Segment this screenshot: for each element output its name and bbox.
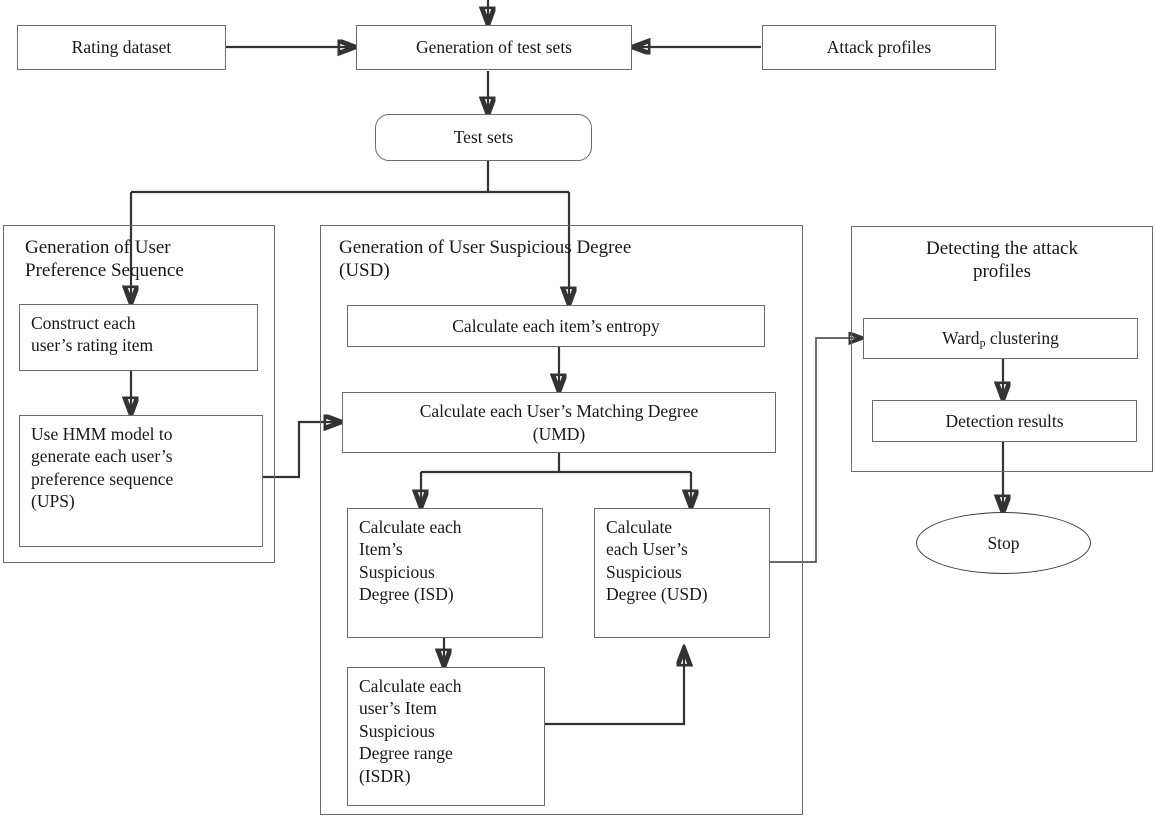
node-hmm-line1: Use HMM model to <box>31 424 173 444</box>
node-construct-line2: user’s rating item <box>31 335 154 356</box>
node-test-sets-label: Test sets <box>453 127 514 148</box>
node-ward-clustering-pre: Ward <box>942 327 980 348</box>
node-isdr[interactable]: Calculate each user’s Item Suspicious De… <box>347 667 545 806</box>
node-generation-test-sets-label: Generation of test sets <box>416 37 572 58</box>
node-stop-label: Stop <box>987 532 1020 553</box>
panel-usd-title: Generation of User Suspicious Degree (US… <box>339 236 789 282</box>
node-stop[interactable]: Stop <box>916 512 1091 574</box>
node-hmm-line4: (UPS) <box>31 491 75 512</box>
panel-detect-title-line2: profiles <box>972 261 1032 283</box>
node-construct-line1: Construct each <box>31 313 136 333</box>
node-attack-profiles[interactable]: Attack profiles <box>762 25 996 70</box>
node-umd-line1: Calculate each User’s Matching Degree <box>419 401 699 422</box>
node-rating-dataset[interactable]: Rating dataset <box>17 25 226 70</box>
node-umd-line2: (UMD) <box>532 423 586 444</box>
node-usd-line4: Degree (USD) <box>606 584 708 605</box>
node-attack-profiles-label: Attack profiles <box>826 37 932 58</box>
node-isdr-line1: Calculate each <box>359 676 462 696</box>
node-usd[interactable]: Calculate each User’s Suspicious Degree … <box>594 508 770 638</box>
node-isd[interactable]: Calculate each Item’s Suspicious Degree … <box>347 508 543 638</box>
node-isdr-line2: user’s Item <box>359 698 437 719</box>
node-isd-line1: Calculate each <box>359 517 462 537</box>
panel-detect-title: Detecting the attack profiles <box>866 237 1138 283</box>
panel-detect-title-line1: Detecting the attack <box>926 238 1078 259</box>
node-hmm-ups[interactable]: Use HMM model to generate each user’s pr… <box>19 415 263 547</box>
node-ward-clustering-sub: p <box>979 335 986 350</box>
node-umd[interactable]: Calculate each User’s Matching Degree (U… <box>342 392 776 453</box>
node-usd-line2: each User’s <box>606 539 688 560</box>
node-generation-test-sets[interactable]: Generation of test sets <box>356 25 632 70</box>
node-isd-line3: Suspicious <box>359 561 435 582</box>
node-item-entropy-label: Calculate each item’s entropy <box>452 315 660 336</box>
node-item-entropy[interactable]: Calculate each item’s entropy <box>347 305 765 347</box>
node-usd-line3: Suspicious <box>606 561 682 582</box>
node-isdr-line4: Degree range <box>359 743 453 764</box>
node-isdr-line5: (ISDR) <box>359 765 411 786</box>
node-hmm-line2: generate each user’s <box>31 446 173 467</box>
node-rating-dataset-label: Rating dataset <box>71 37 172 58</box>
node-hmm-line3: preference sequence <box>31 468 174 489</box>
node-isd-line2: Item’s <box>359 539 403 560</box>
node-construct-rating-item[interactable]: Construct each user’s rating item <box>19 304 258 371</box>
node-isdr-line3: Suspicious <box>359 720 435 741</box>
node-isd-line4: Degree (ISD) <box>359 584 454 605</box>
panel-usd-title-line2: (USD) <box>339 260 390 282</box>
node-ward-clustering[interactable]: Wardp clustering <box>863 318 1138 359</box>
node-detection-results-label: Detection results <box>945 410 1064 431</box>
node-ward-clustering-post: clustering <box>985 327 1059 348</box>
panel-ups-title-line2: Preference Sequence <box>25 260 184 282</box>
node-usd-line1: Calculate <box>606 517 673 537</box>
panel-usd-title-line1: Generation of User Suspicious Degree <box>339 237 632 258</box>
panel-user-preference-sequence <box>3 225 275 563</box>
panel-ups-title-line1: Generation of User <box>25 237 171 258</box>
node-test-sets[interactable]: Test sets <box>375 114 592 161</box>
node-detection-results[interactable]: Detection results <box>872 400 1137 442</box>
panel-ups-title: Generation of User Preference Sequence <box>25 236 257 282</box>
